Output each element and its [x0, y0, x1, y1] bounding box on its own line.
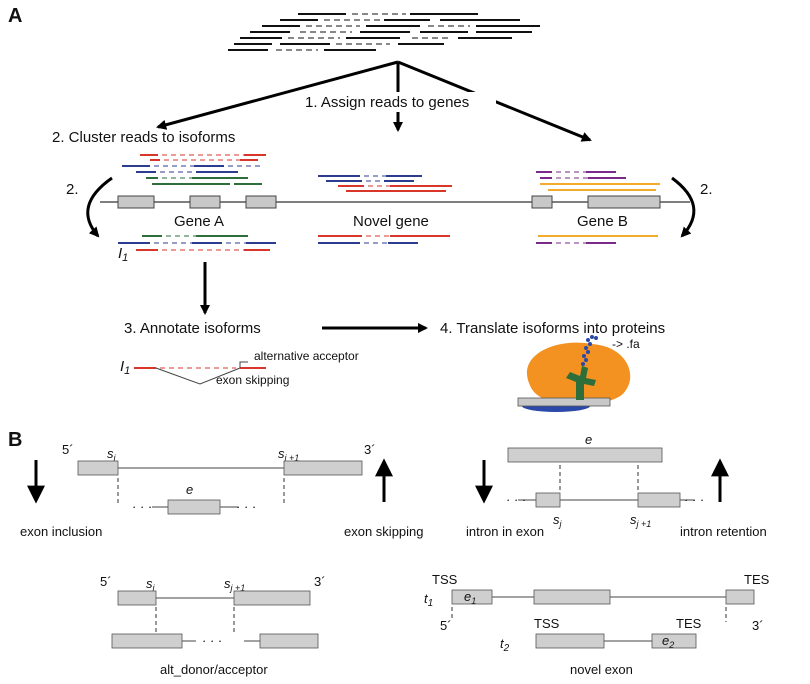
right-cluster-arrow: [671, 176, 696, 238]
novel-gene-isoforms: [318, 235, 450, 244]
svg-text:5´: 5´: [62, 442, 74, 457]
svg-text:I1: I1: [120, 358, 130, 377]
gene-a-isoforms: [118, 235, 276, 251]
ribosome-icon: [517, 335, 631, 412]
svg-text:TSS: TSS: [432, 572, 458, 587]
gene-a-reads: [122, 154, 266, 185]
svg-text:e: e: [186, 482, 193, 497]
alternative-acceptor-label: alternative acceptor: [254, 349, 359, 363]
event-intron-retention: e · · · · · · sj sj +1: [475, 432, 729, 529]
gene-b-label: Gene B: [577, 213, 628, 230]
svg-text:3´: 3´: [752, 618, 764, 633]
step-cluster-reads: 2. Cluster reads to isoforms: [52, 129, 235, 146]
annotated-isoform: I1 alternative acceptor exon skipping: [120, 349, 359, 387]
novel-gene-label: Novel gene: [353, 213, 429, 230]
novel-exon-label: novel exon: [570, 662, 633, 677]
event-exon-inclusion-skipping: 5´ sj sj +1 3´ e · · · · · ·: [27, 442, 393, 515]
svg-text:TES: TES: [744, 572, 770, 587]
novel-gene-reads: [318, 175, 452, 192]
intron-retention-label: intron retention: [680, 524, 767, 539]
fasta-output-label: -> .fa: [612, 337, 640, 351]
step-2-right: 2.: [700, 181, 713, 198]
svg-text:e: e: [585, 432, 592, 447]
svg-text:sj: sj: [146, 576, 156, 593]
step-annotate: 3. Annotate isoforms: [124, 320, 261, 337]
svg-text:t1: t1: [424, 591, 433, 609]
svg-text:· · ·: · · ·: [236, 499, 256, 514]
exon-skipping-label: exon skipping: [344, 524, 424, 539]
alt-donor-acceptor-label: alt_donor/acceptor: [160, 662, 268, 677]
svg-text:· · ·: · · ·: [506, 492, 526, 507]
panel-label-b: B: [8, 429, 22, 451]
svg-text:sj +1: sj +1: [224, 576, 245, 593]
svg-text:sj: sj: [107, 446, 117, 463]
left-cluster-arrow: [86, 176, 113, 238]
exon-skipping-annot-label: exon skipping: [216, 373, 289, 387]
event-novel-exon: TSS TES t1 e1 5´ 3´ TSS TES t2 e2: [424, 572, 770, 654]
gene-b-exon-2: [587, 195, 661, 209]
step-2-left: 2.: [66, 181, 79, 198]
svg-text:t2: t2: [500, 636, 510, 654]
gene-a-exon-3: [245, 195, 277, 209]
gene-b-isoforms: [536, 235, 658, 244]
step-translate: 4. Translate isoforms into proteins: [440, 320, 665, 337]
gene-b-exon-1: [531, 195, 553, 209]
svg-text:5´: 5´: [100, 574, 112, 589]
svg-text:e1: e1: [464, 589, 476, 606]
isoform-label: I1: [118, 245, 128, 264]
svg-text:· · ·: · · ·: [684, 492, 704, 507]
reads-cloud: [228, 13, 540, 51]
event-alt-donor-acceptor: 5´ sj sj +1 3´ · · ·: [100, 574, 326, 649]
svg-text:TES: TES: [676, 616, 702, 631]
svg-text:5´: 5´: [440, 618, 452, 633]
panel-label-a: A: [8, 5, 22, 27]
gene-a-exon-1: [117, 195, 155, 209]
svg-text:3´: 3´: [364, 442, 376, 457]
svg-text:e2: e2: [662, 633, 674, 650]
gene-b-reads: [536, 171, 660, 191]
svg-text:3´: 3´: [314, 574, 326, 589]
svg-text:sj +1: sj +1: [630, 512, 651, 529]
gene-a-exon-2: [189, 195, 221, 209]
intron-in-exon-label: intron in exon: [466, 524, 544, 539]
step-assign-reads: 1. Assign reads to genes: [305, 94, 469, 111]
svg-text:TSS: TSS: [534, 616, 560, 631]
svg-text:· · ·: · · ·: [132, 499, 152, 514]
genome-track: [100, 195, 690, 209]
exon-inclusion-label: exon inclusion: [20, 524, 102, 539]
svg-text:· · ·: · · ·: [202, 633, 222, 648]
svg-text:sj: sj: [553, 512, 563, 529]
svg-text:sj +1: sj +1: [278, 446, 299, 463]
gene-a-label: Gene A: [174, 213, 224, 230]
